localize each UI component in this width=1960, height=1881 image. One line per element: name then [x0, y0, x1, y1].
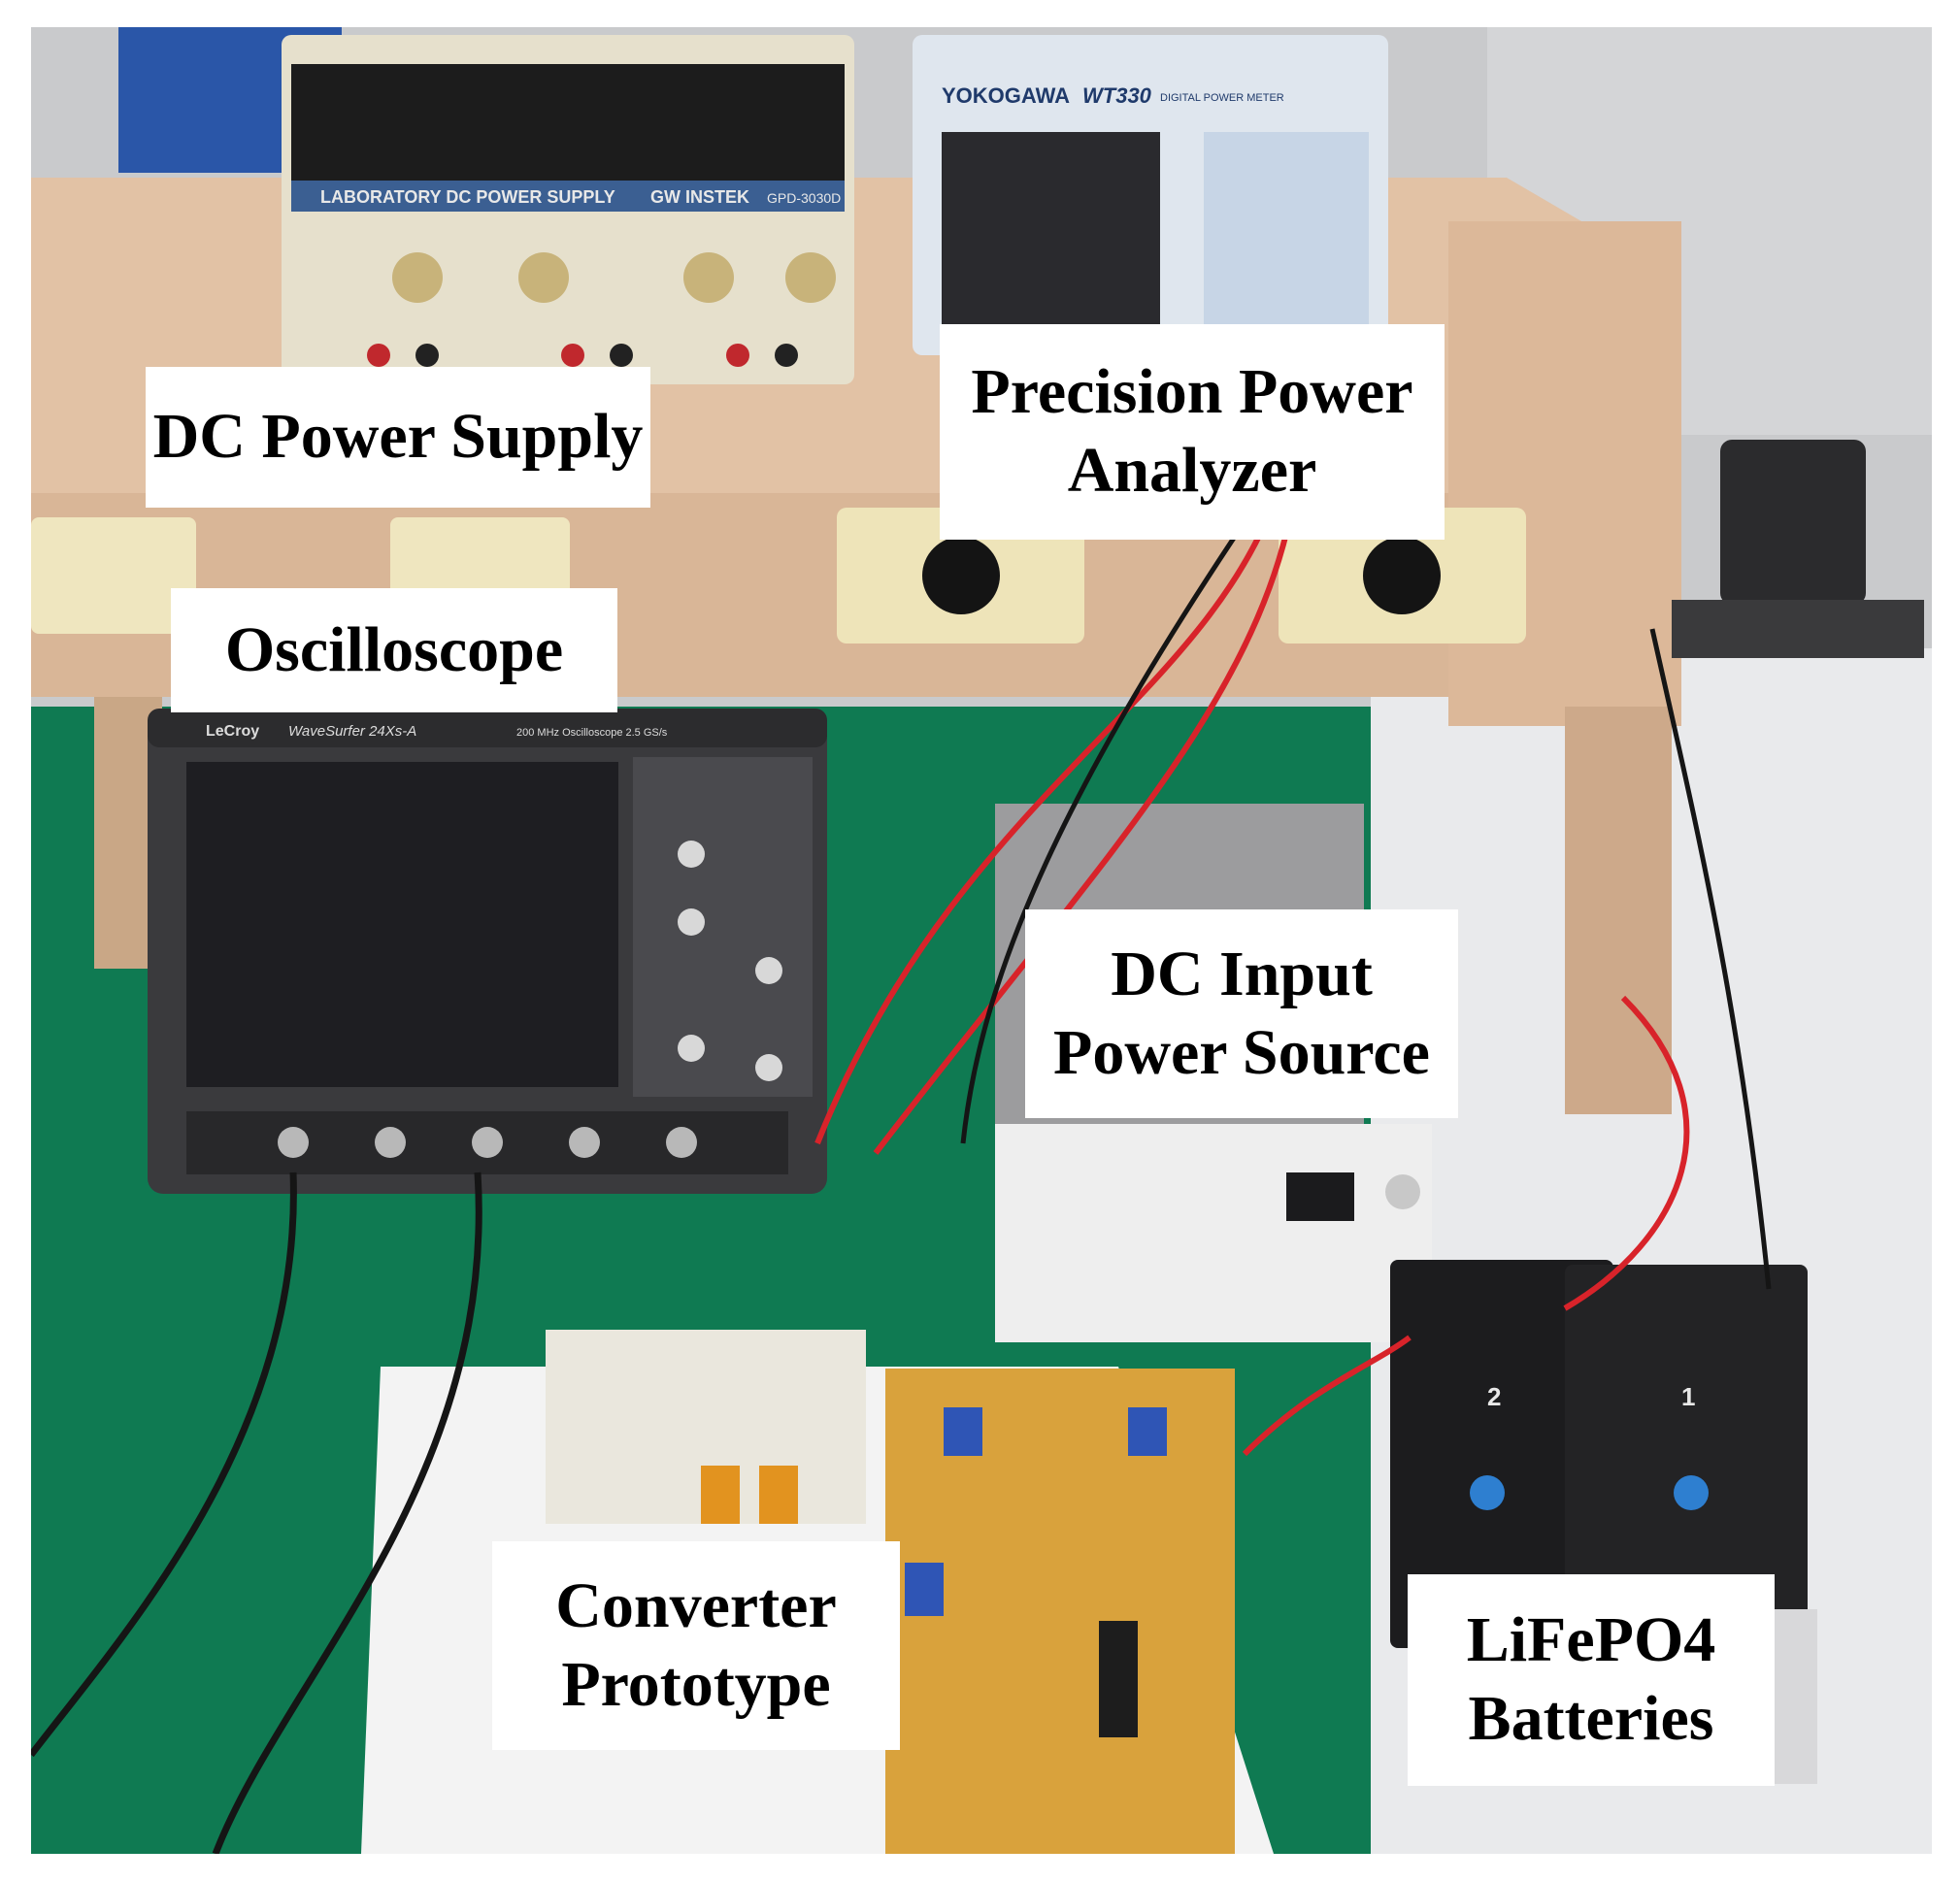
scope-bnc-5 [666, 1127, 697, 1158]
outlet-socket-4 [1363, 537, 1441, 614]
red-wire-1 [814, 501, 1277, 1145]
psu-knob-1 [392, 252, 443, 303]
psu-terminal-2 [415, 344, 439, 367]
label-oscilloscope: Oscilloscope [171, 588, 617, 712]
psu-label-band [291, 181, 845, 212]
converter-prototype-boards [546, 1330, 1235, 1854]
source-knob [1385, 1174, 1420, 1209]
desk-leg-right [1565, 707, 1672, 1114]
label-converter-prototype-text: Converter Prototype [555, 1569, 837, 1720]
label-lifepo4-batteries-text: LiFePO4 Batteries [1466, 1604, 1716, 1754]
label-converter-prototype: Converter Prototype [492, 1541, 900, 1750]
label-dc-input-power-source: DC Input Power Source [1025, 909, 1458, 1118]
psu-terminal-4 [610, 344, 633, 367]
label-precision-power-analyzer-text: Precision Power Analyzer [971, 356, 1413, 506]
label-precision-power-analyzer: Precision Power Analyzer [940, 324, 1445, 540]
analyzer-keypad [1204, 132, 1369, 331]
oscilloscope-device: LeCroy WaveSurfer 24Xs-A 200 MHz Oscillo… [148, 709, 827, 1194]
analyzer-screen [942, 132, 1160, 331]
dc-power-supply-device: LABORATORY DC POWER SUPPLY GW INSTEK GPD… [282, 35, 854, 384]
power-analyzer-device: YOKOGAWA WT330 DIGITAL POWER METER [913, 35, 1388, 355]
scope-brand-text: LeCroy [206, 723, 259, 740]
scope-control-panel [633, 757, 813, 1097]
wiring [31, 491, 1772, 1854]
source-display [1286, 1172, 1354, 1221]
relay-3 [1128, 1407, 1167, 1456]
motor [1720, 440, 1866, 605]
psu-model-text: GPD-3030D [767, 190, 841, 206]
source-front [995, 1124, 1432, 1342]
battery-1-number: 1 [1681, 1382, 1695, 1411]
analyzer-model-text: WT330 [1082, 83, 1152, 108]
red-wire-4 [1242, 1335, 1412, 1457]
psu-terminal-1 [367, 344, 390, 367]
scope-knob-4 [678, 1035, 705, 1062]
scope-knob-1 [678, 841, 705, 868]
scope-knob-5 [755, 1054, 782, 1081]
scope-knob-3 [755, 957, 782, 984]
psu-knob-4 [785, 252, 836, 303]
label-dc-input-power-source-text: DC Input Power Source [1053, 938, 1430, 1088]
psu-terminal-6 [775, 344, 798, 367]
battery-2-number: 2 [1487, 1382, 1501, 1411]
outlet-plate-1 [31, 517, 196, 634]
battery-1-vent [1674, 1475, 1709, 1510]
psu-knob-3 [683, 252, 734, 303]
heatsink-1 [701, 1466, 740, 1524]
scope-spec-text: 200 MHz Oscilloscope 2.5 GS/s [516, 727, 668, 739]
battery-1 [1565, 1265, 1808, 1648]
black-wire-4 [960, 491, 1267, 1144]
scope-model-text: WaveSurfer 24Xs-A [288, 723, 416, 740]
psu-terminal-3 [561, 344, 584, 367]
red-wire-2 [873, 502, 1296, 1155]
scope-bnc-4 [569, 1127, 600, 1158]
battery-2-vent [1470, 1475, 1505, 1510]
scope-screen [186, 762, 618, 1087]
red-wire-3 [1563, 995, 1690, 1311]
black-wire-3 [1649, 628, 1772, 1290]
black-wire-1 [31, 1172, 297, 1758]
scope-bnc-2 [375, 1127, 406, 1158]
psu-display-band [291, 64, 845, 181]
analyzer-subtitle-text: DIGITAL POWER METER [1160, 92, 1284, 104]
psu-terminal-5 [726, 344, 749, 367]
lab-setup-photo: LABORATORY DC POWER SUPPLY GW INSTEK GPD… [31, 27, 1932, 1854]
heatsink-2 [759, 1466, 798, 1524]
scope-bnc-3 [472, 1127, 503, 1158]
label-lifepo4-batteries: LiFePO4 Batteries [1408, 1574, 1775, 1786]
black-wire-2 [212, 1172, 482, 1854]
scope-bnc-1 [278, 1127, 309, 1158]
outlet-socket-3 [922, 537, 1000, 614]
motor-base [1672, 600, 1924, 658]
psu-knob-2 [518, 252, 569, 303]
psu-brand-text: GW INSTEK [650, 187, 749, 207]
analyzer-brand-text: YOKOGAWA [942, 83, 1070, 108]
relay-2 [944, 1407, 982, 1456]
relay-1 [905, 1563, 944, 1616]
scope-knob-2 [678, 908, 705, 936]
label-dc-power-supply: DC Power Supply [146, 367, 650, 508]
label-oscilloscope-text: Oscilloscope [224, 613, 564, 685]
psu-panel-text: LABORATORY DC POWER SUPPLY [320, 187, 615, 207]
scope-top-band [148, 709, 827, 747]
label-dc-power-supply-text: DC Power Supply [152, 401, 644, 473]
battery-2 [1390, 1260, 1613, 1648]
ic-chip-1 [1099, 1621, 1138, 1737]
